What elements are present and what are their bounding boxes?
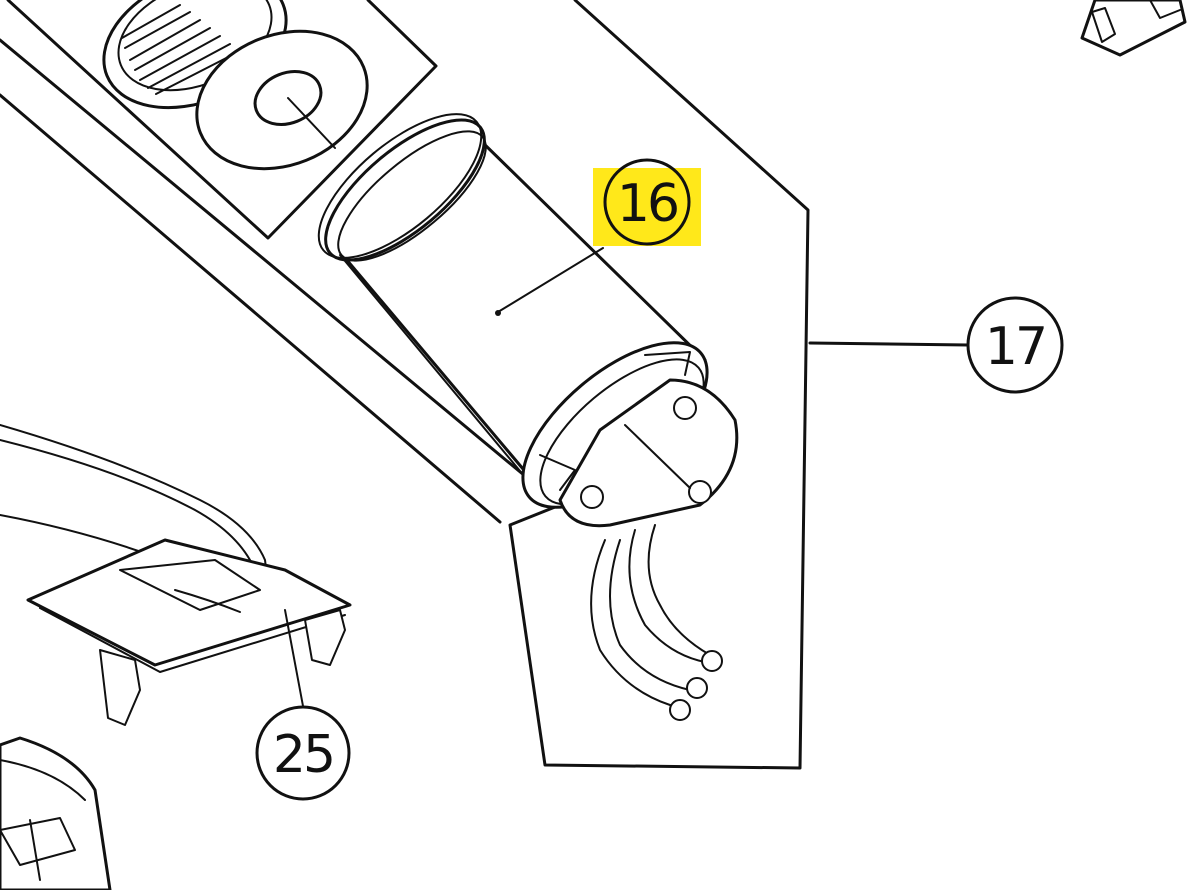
inset-box [6, 0, 438, 240]
callout-16-label: 16 [617, 174, 677, 234]
clip-fragment [1080, 0, 1187, 57]
assembly-outline-left-edge [0, 93, 502, 524]
bracket-part [0, 424, 352, 726]
washer-part [195, 29, 369, 171]
callout-25-label: 25 [273, 725, 333, 785]
callout-25: 25 [255, 609, 351, 801]
housing-fragment [0, 736, 112, 890]
callout-16: 16 [495, 158, 701, 316]
callout-17: 17 [808, 296, 1064, 394]
motor-part [317, 113, 739, 721]
callout-17-label: 17 [985, 317, 1045, 377]
